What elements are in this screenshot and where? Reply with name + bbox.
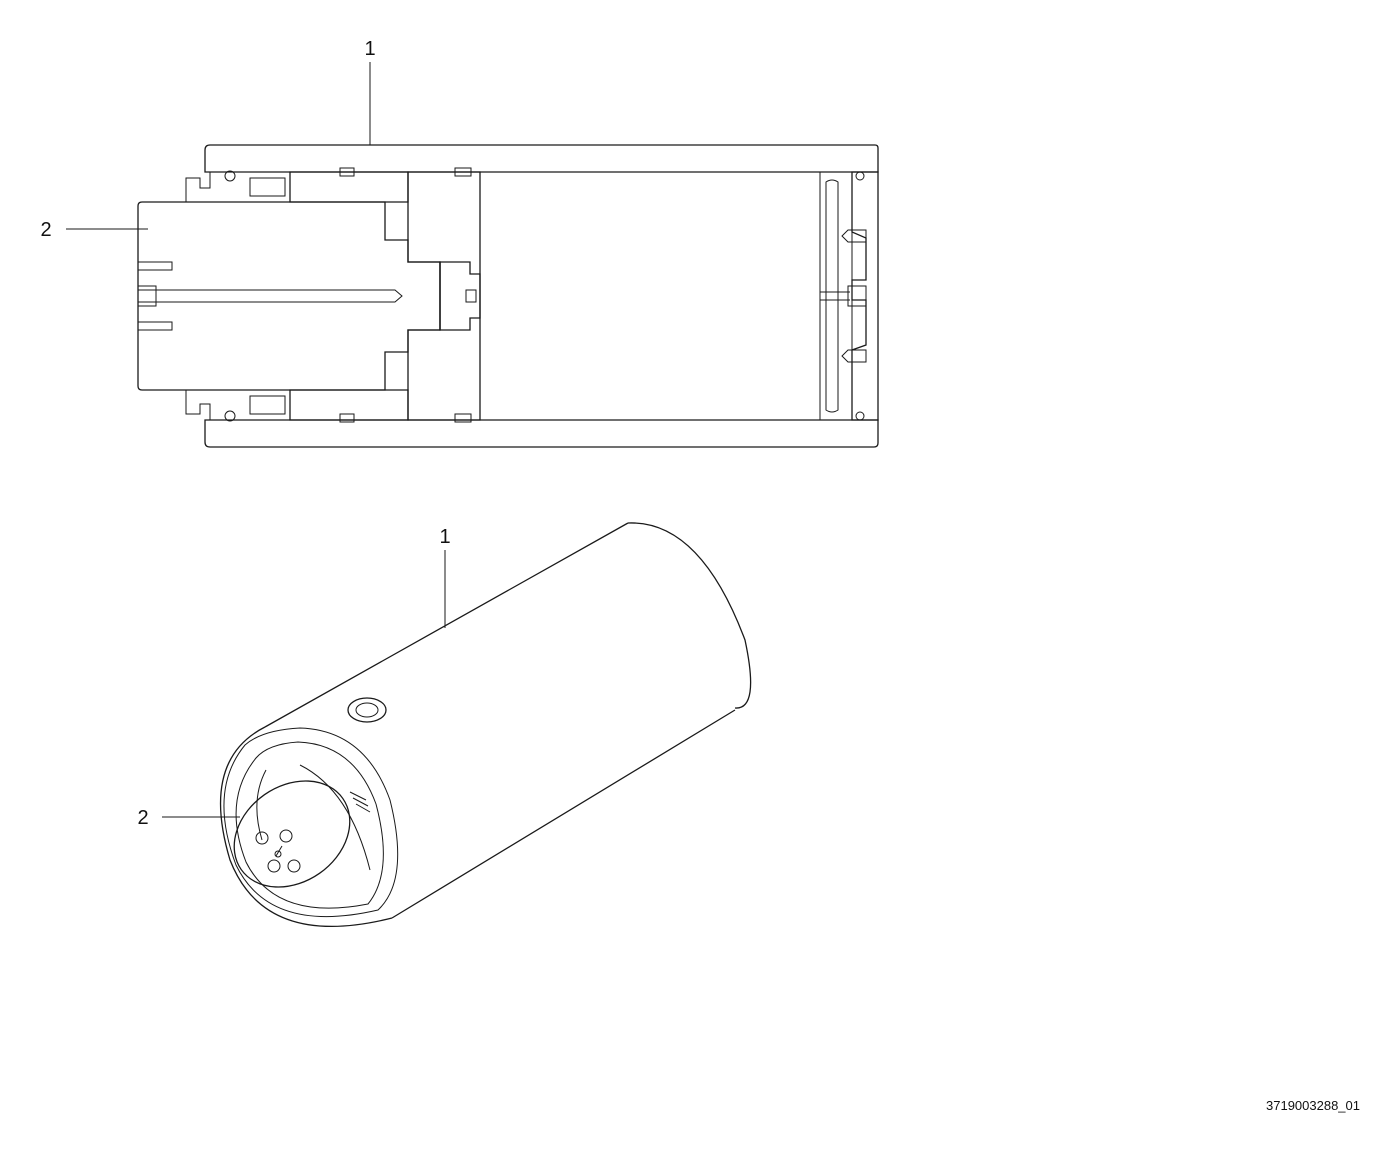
drawing-reference-code: 3719003288_01: [1266, 1098, 1360, 1113]
contact-pin: [267, 859, 281, 873]
section-callout-1: 1: [364, 38, 376, 145]
section-callout-2: 2: [40, 219, 148, 241]
iso-callout-2: 2: [137, 807, 240, 829]
contact-pin: [279, 829, 293, 843]
sleeve-lower-wall: [204, 419, 879, 448]
sleeve-upper-wall: [204, 144, 879, 173]
cylinder-far-end: [627, 522, 752, 709]
isometric-view: [219, 522, 752, 928]
retaining-ring-lower: [185, 389, 291, 422]
contact-pin: [255, 831, 269, 845]
callout-label: 2: [137, 807, 148, 829]
callout-label: 1: [439, 526, 450, 548]
iso-callout-1: 1: [439, 526, 451, 628]
callout-label: 1: [364, 38, 375, 60]
section-view: [137, 144, 879, 448]
cylinder-body: [264, 522, 736, 919]
connector-face: [233, 780, 351, 888]
vent-port: [347, 697, 387, 723]
inner-cavity: [479, 171, 821, 421]
cylinder-near-rim: [219, 726, 393, 928]
contact-pin: [287, 859, 301, 873]
retaining-ring-upper: [185, 170, 291, 203]
connector-insert: [137, 201, 481, 391]
sleeve-end-wall: [819, 171, 879, 421]
callout-label: 2: [40, 219, 51, 241]
